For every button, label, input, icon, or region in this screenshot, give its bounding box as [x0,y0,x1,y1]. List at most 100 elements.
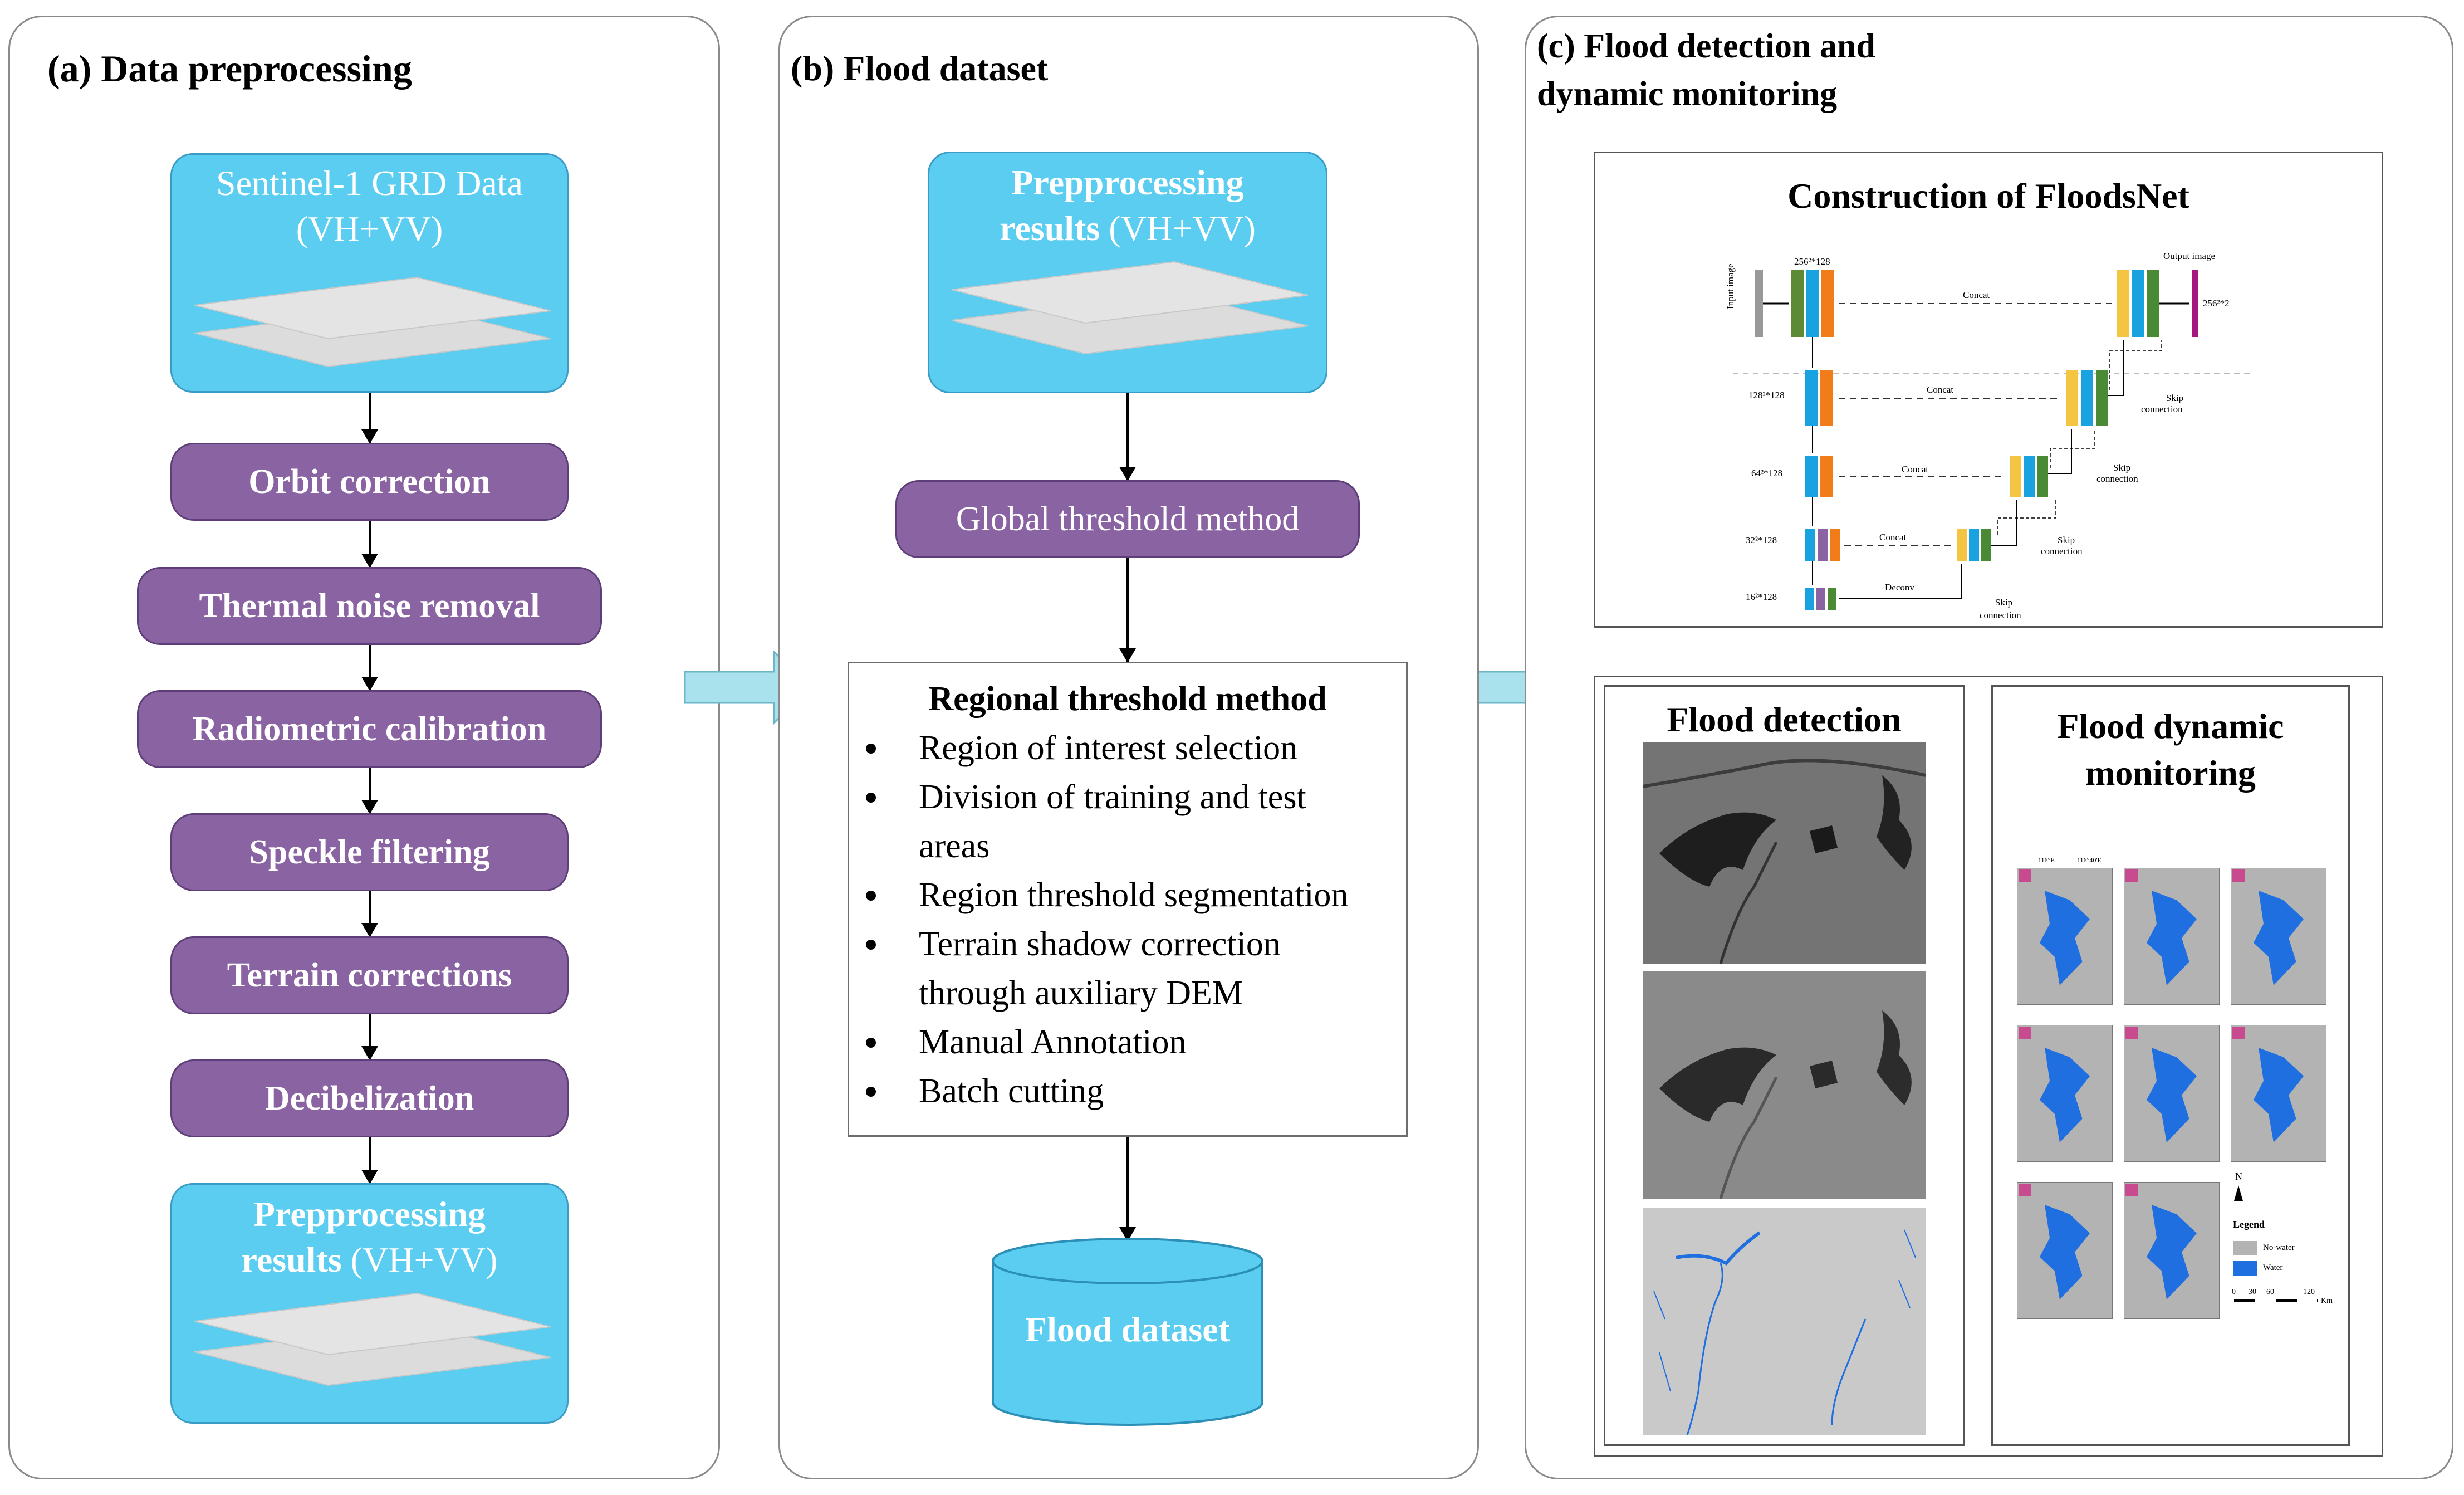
list-item: Terrain shadow correction [849,920,1406,969]
net-level-label-5: 16²*128 [1746,592,1777,602]
list-item-continuation: through auxiliary DEM [919,974,1243,1012]
image-stack-icon [952,261,1308,355]
skip-label-3: Skip [2058,535,2075,545]
net-output-label: Output image [2163,251,2216,261]
image-stack-icon [194,277,551,368]
floodsnet-title: Construction of FloodsNet [1787,176,2189,216]
net-level-label-3: 64²*128 [1751,468,1783,478]
concat-label-2: Concat [1927,384,1954,395]
flood-dataset-label: Flood dataset [1025,1310,1230,1349]
results-polarization-a: (VH+VV) [341,1240,498,1279]
arrow-a3 [361,645,378,691]
decibelization-step: Decibelization [170,1059,569,1137]
results-label-a1: Prepprocessing [253,1194,486,1234]
results-label-b2: results [1000,208,1100,248]
flood-map [2231,868,2326,1005]
arrow-b1 [1119,393,1136,481]
sar-image-vh [1643,742,1926,964]
speckle-filtering-step: Speckle filtering [170,813,569,891]
database-cylinder-icon [992,1238,1263,1426]
scale-bar [2234,1299,2318,1302]
panel-c-title-line1: (c) Flood detection and [1537,27,1875,65]
radiometric-calibration-step: Radiometric calibration [137,690,602,768]
list-item: Region threshold segmentation [849,871,1406,920]
orbit-correction-step: Orbit correction [170,443,569,521]
preprocessing-results-box-a: Prepprocessing results (VH+VV) [170,1183,569,1424]
arrow-a7 [361,1137,378,1184]
map-lon-label-2: 116°40'E [2077,856,2101,864]
skip-label-4: Skip [1995,597,2013,608]
sentinel-data-box: Sentinel-1 GRD Data (VH+VV) [170,153,569,393]
terrain-corrections-step: Terrain corrections [170,936,569,1014]
arrow-a6 [361,1014,378,1061]
list-item: Region of interest selection [849,724,1406,773]
regional-threshold-title: Regional threshold method [928,680,1327,718]
sar-image-vv [1643,971,1926,1199]
map-lon-label-1: 116°E [2038,856,2055,864]
skip-label-2: Skip [2113,462,2131,473]
monitoring-title-line2: monitoring [2085,753,2256,793]
sentinel-polarization: (VH+VV) [296,209,443,248]
skip-connection-label-4: connection [1980,610,2021,621]
arrow-a5 [361,891,378,937]
legend-label-nowater: No-water [2263,1243,2295,1252]
legend-swatch-nowater [2233,1241,2257,1255]
skip-label-1: Skip [2166,393,2184,403]
image-stack-icon [194,1292,551,1386]
net-level-label-1: 256²*128 [1794,256,1830,267]
list-item: Division of training and test [849,773,1406,822]
thermal-noise-removal-step: Thermal noise removal [137,567,602,645]
concat-label-1: Concat [1963,290,1990,300]
flood-map [2017,1182,2113,1319]
monitoring-map-grid [2017,868,2329,1319]
arrow-a1 [361,393,378,444]
sentinel-title: Sentinel-1 GRD Data [216,163,523,203]
arrow-b2 [1119,558,1136,663]
map-legend: N Legend No-water Water 0 30 60 120 Km [2232,1170,2338,1315]
north-arrow-icon [2234,1185,2243,1201]
skip-connection-label-3: connection [2041,546,2083,556]
deconv-label: Deconv [1885,582,1914,593]
results-polarization-b: (VH+VV) [1100,208,1256,248]
concat-label-3: Concat [1902,464,1929,475]
flood-detection-title: Flood detection [1667,700,1902,739]
results-label-a2: results [241,1240,342,1279]
net-level-label-2: 128²*128 [1748,390,1785,400]
results-label-b1: Prepprocessing [1011,163,1244,202]
flood-map [2231,1025,2326,1162]
regional-threshold-list: Region of interest selection Division of… [849,724,1406,1116]
net-output-size: 256²*2 [2203,298,2230,309]
scale-tick-30: 30 [2249,1288,2256,1296]
scale-tick-60: 60 [2266,1288,2274,1296]
net-level-label-4: 32²*128 [1746,535,1777,545]
flood-map [2124,1025,2220,1162]
scale-unit: Km [2321,1297,2333,1305]
north-label: N [2235,1171,2242,1182]
legend-label-water: Water [2263,1263,2283,1272]
arrow-a4 [361,768,378,814]
concat-label-4: Concat [1879,532,1907,543]
legend-swatch-water [2233,1261,2257,1276]
flood-map [2017,1025,2113,1162]
arrow-a2 [361,521,378,568]
scale-tick-0: 0 [2232,1288,2236,1296]
monitoring-title-line1: Flood dynamic [2057,706,2284,746]
scale-tick-120: 120 [2303,1288,2315,1296]
flood-map [2124,1182,2220,1319]
global-threshold-step: Global threshold method [895,480,1360,558]
preprocessing-results-box-b: Prepprocessing results (VH+VV) [928,152,1327,393]
skip-connection-label-1: connection [2141,404,2183,414]
flood-map [2017,868,2113,1005]
panel-b-title: (b) Flood dataset [791,48,1049,88]
panel-c-title-line2: dynamic monitoring [1537,75,1838,113]
floodsnet-architecture-diagram [1733,270,2251,610]
regional-threshold-box: Regional threshold method Region of inte… [848,662,1408,1137]
net-input-label: Input image [1725,263,1736,309]
list-item: Manual Annotation [849,1018,1406,1067]
flood-map [2124,868,2220,1005]
legend-title: Legend [2233,1219,2265,1230]
panel-a-title: (a) Data preprocessing [47,47,412,90]
skip-connection-label-2: connection [2096,473,2138,484]
list-item-continuation: areas [919,827,990,865]
arrow-b3 [1119,1137,1136,1242]
